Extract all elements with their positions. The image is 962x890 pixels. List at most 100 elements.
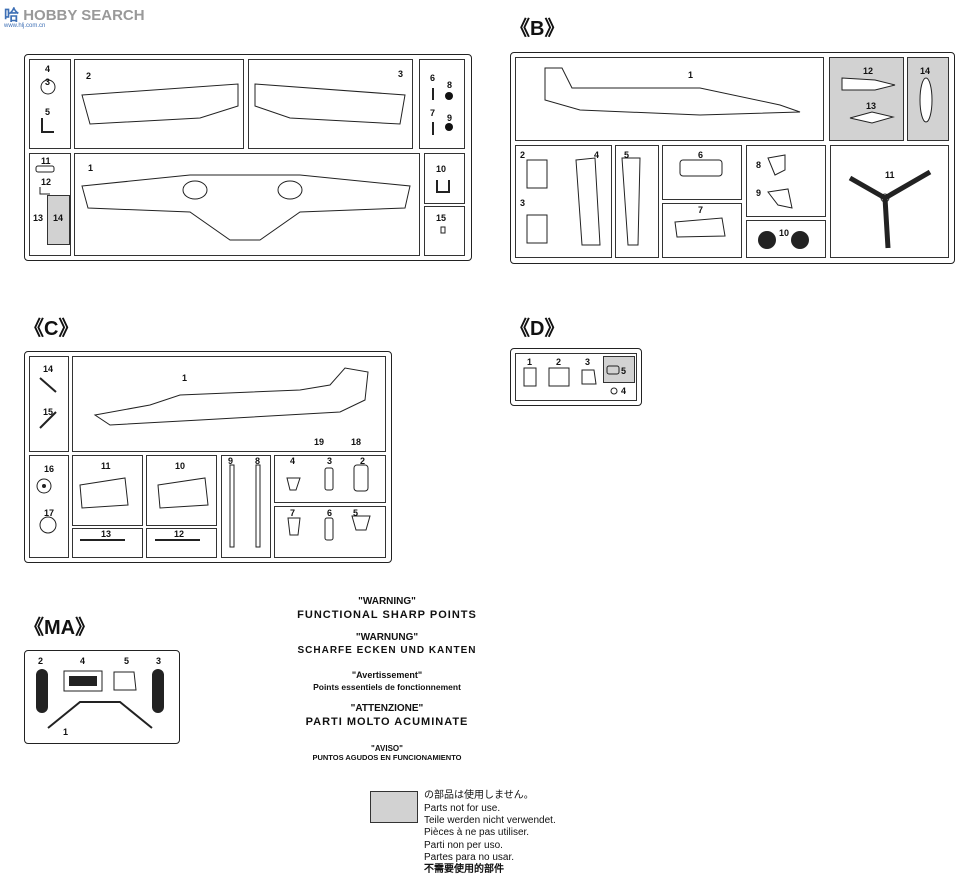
sprue-c-cell xyxy=(274,455,386,503)
part-number: 1 xyxy=(527,357,533,367)
sprue-a-right-top xyxy=(419,59,465,149)
part-number: 3 xyxy=(398,69,404,79)
sprue-b-cell xyxy=(662,145,742,200)
legend-de: Teile werden nicht verwendet. xyxy=(424,815,556,826)
part-number: 11 xyxy=(101,461,111,471)
sprue-c-cell xyxy=(221,455,271,558)
sprue-a-right-mid xyxy=(424,153,465,204)
sprue-a-wing-right xyxy=(248,59,413,149)
part-number: 2 xyxy=(38,656,44,666)
part-number: 8 xyxy=(255,456,261,466)
part-number: 5 xyxy=(124,656,130,666)
section-ma-title: 《MA》 xyxy=(24,617,96,639)
part-number: 16 xyxy=(44,464,55,474)
sprue-c-cell xyxy=(29,356,69,452)
sprue-b-fuselage xyxy=(515,57,824,141)
warning-title-es: "AVISO" xyxy=(371,744,403,753)
part-number: 1 xyxy=(63,727,69,737)
part-number: 4 xyxy=(45,64,51,74)
part-number: 7 xyxy=(430,108,436,118)
part-number: 7 xyxy=(290,508,296,518)
part-number: 1 xyxy=(688,70,694,80)
part-number: 1 xyxy=(182,373,188,383)
watermark-logo-mark: 哈 xyxy=(4,7,20,24)
part-number: 10 xyxy=(779,228,790,238)
part-number: 7 xyxy=(698,205,704,215)
part-number: 3 xyxy=(156,656,162,666)
sprue-a-left-top xyxy=(29,59,71,149)
part-number: 5 xyxy=(621,366,627,376)
warning-text-de: SCHARFE ECKEN UND KANTEN xyxy=(297,645,477,656)
legend-fr: Pièces à ne pas utiliser. xyxy=(424,827,530,838)
watermark-url: www.hlj.com.cn xyxy=(4,23,46,29)
sprue-c-cell xyxy=(72,528,143,558)
part-number: 5 xyxy=(45,107,51,117)
part-number: 5 xyxy=(353,508,359,518)
part-number: 2 xyxy=(556,357,562,367)
part-number: 8 xyxy=(756,160,762,170)
part-number: 9 xyxy=(756,188,762,198)
sprue-a-wing-left xyxy=(74,59,244,149)
warning-title-de: "WARNUNG" xyxy=(355,632,419,643)
part-number: 9 xyxy=(228,456,234,466)
part-number: 8 xyxy=(447,80,453,90)
part-number: 4 xyxy=(290,456,296,466)
sprue-c-cell xyxy=(29,455,69,558)
sprue-b-cell xyxy=(662,203,742,258)
part-number: 3 xyxy=(585,357,591,367)
part-number: 4 xyxy=(594,150,600,160)
sprue-c-fuselage xyxy=(72,356,386,452)
part-number: 11 xyxy=(41,156,51,166)
part-number: 4 xyxy=(621,386,627,396)
part-number: 2 xyxy=(86,71,92,81)
part-number: 15 xyxy=(436,213,447,223)
part-number: 18 xyxy=(351,437,362,447)
part-number: 12 xyxy=(174,529,185,539)
legend-it: Parti non per uso. xyxy=(424,840,503,851)
part-number: 6 xyxy=(327,508,333,518)
warning-title-it: "ATTENZIONE" xyxy=(350,703,424,714)
part-number: 2 xyxy=(520,150,526,160)
watermark-logo: 哈 HOBBY SEARCH www.hlj.com.cn xyxy=(4,4,145,29)
part-number: 17 xyxy=(44,508,55,518)
sprue-a-lower-wing xyxy=(74,153,420,256)
part-number: 11 xyxy=(885,170,895,180)
sprue-c-cell xyxy=(72,455,143,526)
part-number: 12 xyxy=(41,177,52,187)
part-number: 5 xyxy=(624,150,630,160)
sprue-b-cell xyxy=(746,145,826,217)
sprue-c-cell xyxy=(274,506,386,558)
part-number: 4 xyxy=(80,656,86,666)
part-number: 14 xyxy=(920,66,931,76)
part-number: 6 xyxy=(430,73,436,83)
section-b-title: 《B》 xyxy=(510,18,565,40)
sprue-c-cell xyxy=(146,528,217,558)
section-d-title: 《D》 xyxy=(510,318,565,340)
part-number: 12 xyxy=(863,66,874,76)
warning-title-fr: "Avertissement" xyxy=(351,670,423,680)
part-number: 1 xyxy=(88,163,94,173)
part-number: 10 xyxy=(436,164,447,174)
part-number: 15 xyxy=(43,407,54,417)
part-number: 2 xyxy=(360,456,366,466)
legend-en: Parts not for use. xyxy=(424,803,501,814)
legend-zh: 不需要使用的部件 xyxy=(424,864,504,875)
unused-part-cell xyxy=(47,195,70,245)
warning-text-es: PUNTOS AGUDOS EN FUNCIONAMIENTO xyxy=(312,753,462,762)
part-number: 9 xyxy=(447,113,453,123)
warning-text-fr: Points essentiels de fonctionnement xyxy=(313,682,461,692)
part-number: 19 xyxy=(314,437,325,447)
part-number: 14 xyxy=(53,213,64,223)
legend-ja: の部品は使用しません。 xyxy=(424,790,534,801)
part-number: 13 xyxy=(101,529,112,539)
part-number: 13 xyxy=(866,101,877,111)
sprue-c-cell xyxy=(146,455,217,526)
part-number: 3 xyxy=(520,198,526,208)
part-number: 13 xyxy=(33,213,44,223)
part-number: 14 xyxy=(43,364,54,374)
warning-title-en: "WARNING" xyxy=(358,596,416,607)
